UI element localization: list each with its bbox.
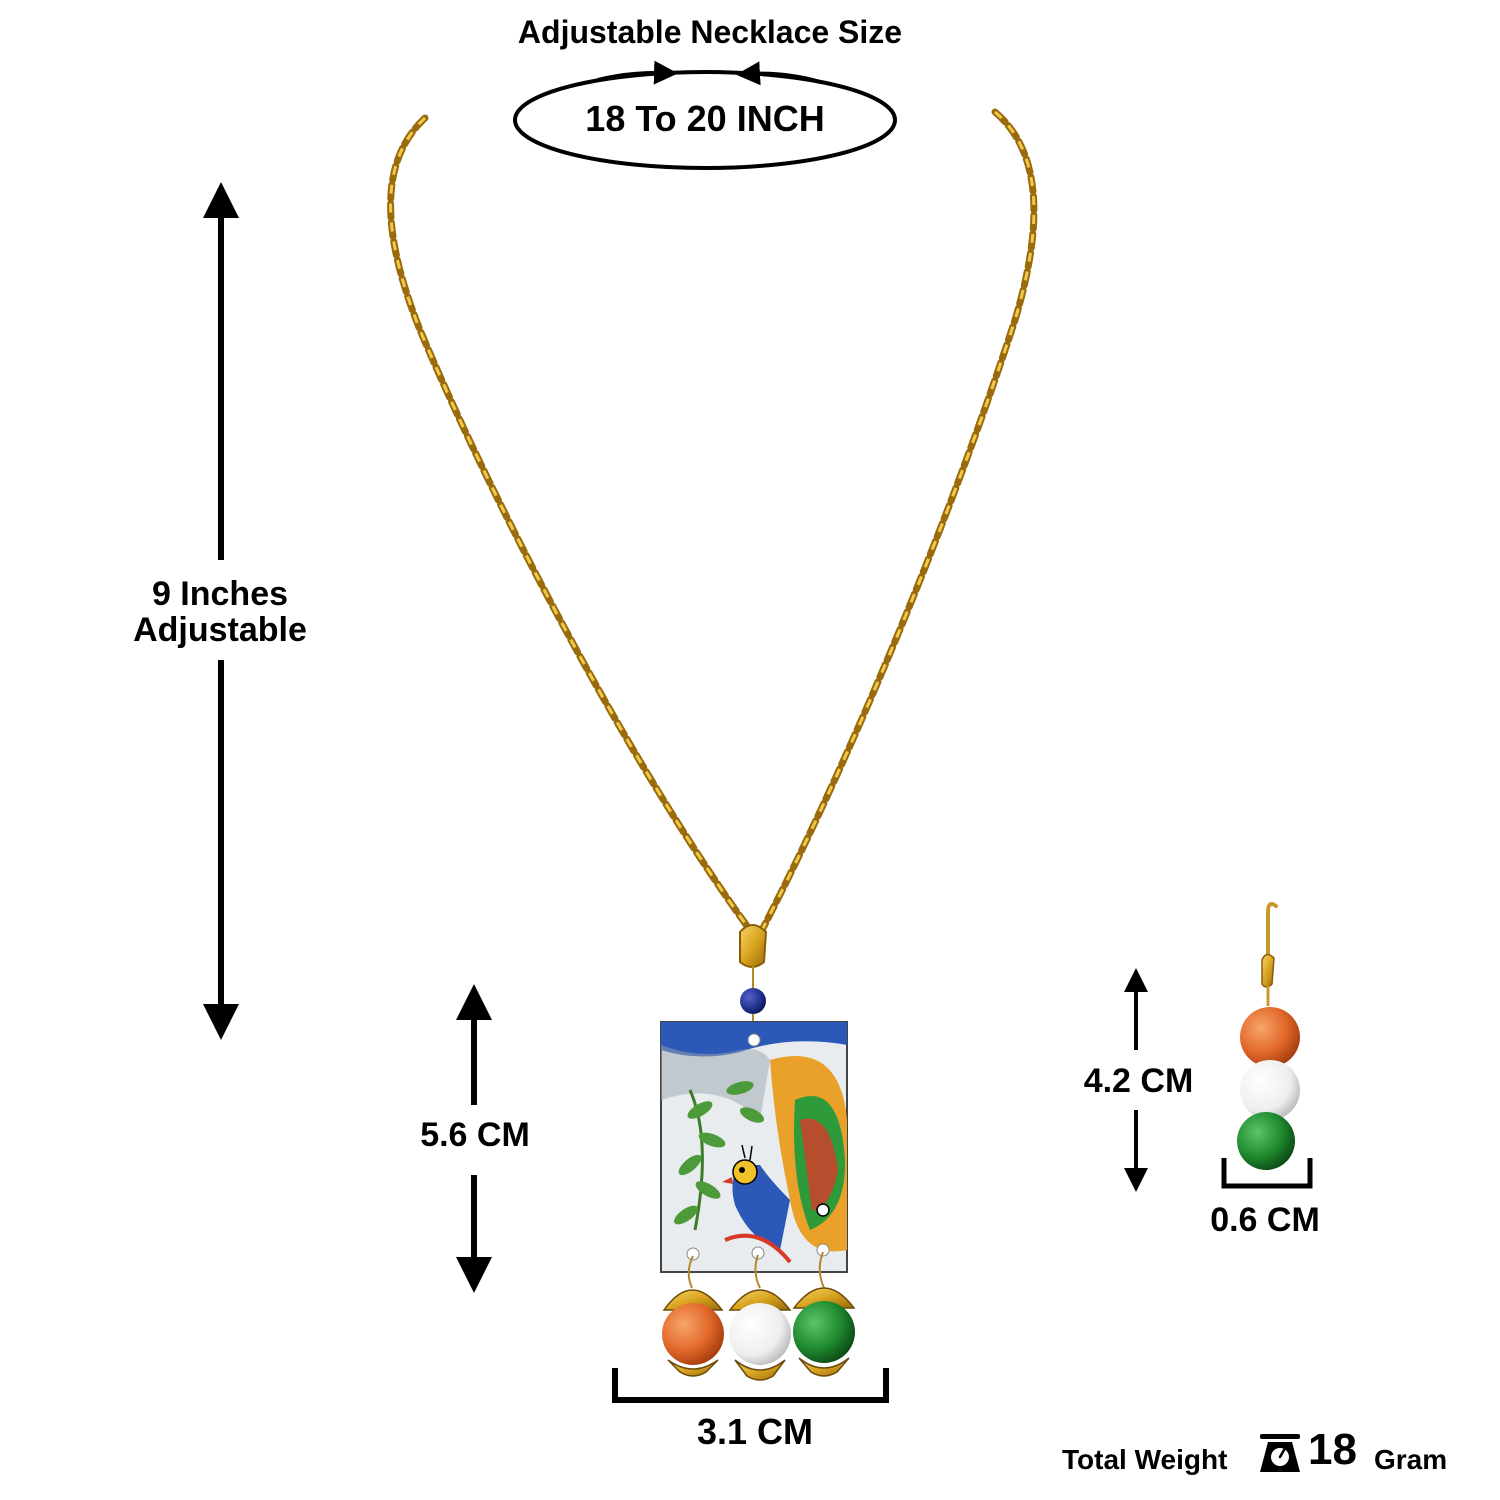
- necklace-size-ellipse: [513, 60, 897, 170]
- pendant-width-bracket: [612, 1368, 889, 1403]
- pendant-dangle-beads: [662, 1251, 856, 1381]
- pendant-bail: [739, 924, 768, 1034]
- earring-height-label: 4.2 CM: [1083, 1062, 1194, 1100]
- earring-width-label: 0.6 CM: [1210, 1201, 1320, 1239]
- green-dangle-bead: [792, 1287, 856, 1377]
- pendant-height-label: 5.6 CM: [420, 1116, 530, 1154]
- earring: [1237, 902, 1300, 1170]
- necklace-length-label: 18 To 20 INCH: [585, 98, 825, 139]
- total-weight-value: 18: [1308, 1425, 1357, 1474]
- earring-green-bead: [1237, 1112, 1295, 1170]
- pendant-width-label: 3.1 CM: [696, 1411, 814, 1452]
- earring-width-bracket: [1221, 1158, 1313, 1189]
- madhubani-pendant-painting: [660, 1021, 848, 1273]
- blue-bead: [740, 988, 766, 1014]
- earring-white-bead: [1240, 1060, 1300, 1120]
- necklace-size-title: Adjustable Necklace Size: [517, 14, 903, 50]
- gold-chain: [387, 108, 1038, 934]
- white-dangle-bead: [728, 1289, 792, 1381]
- total-weight-unit: Gram: [1374, 1444, 1448, 1475]
- orange-dangle-bead: [662, 1289, 724, 1377]
- weighing-scale-icon: [1260, 1434, 1300, 1472]
- chain-adjustable-label: 9 Inches Adjustable: [133, 575, 307, 649]
- total-weight-label: Total Weight: [1062, 1444, 1228, 1475]
- earring-orange-bead: [1240, 1007, 1300, 1067]
